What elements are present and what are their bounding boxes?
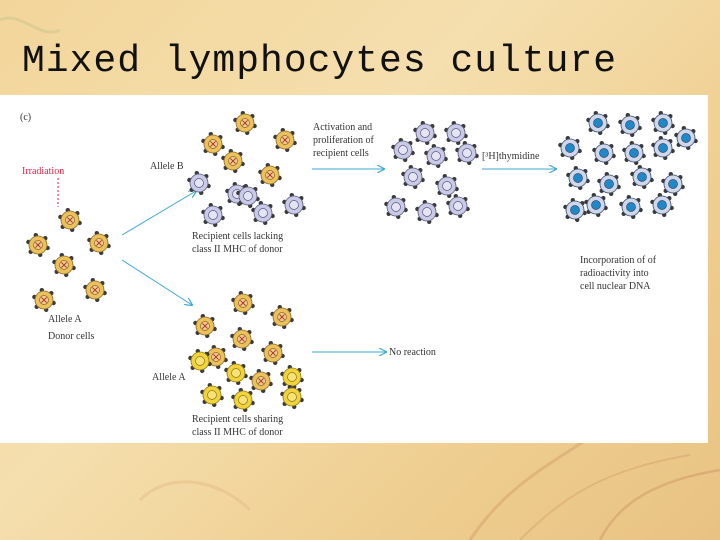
recipient-cell [282, 193, 306, 217]
labeled-cell [651, 111, 675, 135]
labeled-cell [563, 198, 587, 222]
mlc-diagram: (c) Irradiation Allele B Allele A Donor … [20, 111, 698, 438]
slide-title: Mixed lymphocytes culture [22, 40, 618, 83]
recipient-sharing-cell [188, 349, 212, 373]
allele-a-donor-label: Allele A [48, 314, 82, 325]
recipient-sharing-cell [224, 361, 248, 385]
donor-cell [32, 288, 56, 312]
recipient-cell [201, 203, 225, 227]
recipient-sharing-cell [200, 383, 224, 407]
incorporation-line-3: cell nuclear DNA [580, 281, 651, 292]
labeled-cell [618, 113, 642, 137]
donor-cell [231, 291, 255, 315]
recipient-sharing-line-1: Recipient cells sharing [192, 414, 283, 425]
recipient-cell [401, 165, 425, 189]
labeled-cell [674, 126, 698, 150]
donor-cell [233, 111, 257, 135]
donor-cells-label: Donor cells [48, 331, 94, 342]
thymidine-label: [³H]thymidine [482, 151, 540, 162]
cells [26, 111, 698, 412]
panel-label: (c) [20, 112, 31, 123]
recipient-lacking-line-2: class II MHC of donor [192, 244, 283, 255]
recipient-cell [391, 138, 415, 162]
donor-cell [249, 369, 273, 393]
labeled-cell [566, 166, 590, 190]
recipient-cell [384, 195, 408, 219]
labeled-cell [651, 136, 675, 160]
activation-line-2: proliferation of [313, 135, 374, 146]
donor-cell [201, 132, 225, 156]
allele-a-recipient-label: Allele A [152, 372, 186, 383]
recipient-sharing-cell [280, 385, 304, 409]
recipient-cell [415, 200, 439, 224]
irradiation-label: Irradiation [22, 166, 64, 177]
donor-cell [258, 163, 282, 187]
donor-cell [273, 128, 297, 152]
recipient-cell [446, 194, 470, 218]
recipient-sharing-cell [231, 388, 255, 412]
activation-line-1: Activation and [313, 122, 372, 133]
arrow-donor-to-allele-b [121, 191, 196, 236]
incorporation-line-1: Incorporation of of [580, 255, 657, 266]
figure-panel: (c) Irradiation Allele B Allele A Donor … [0, 95, 708, 443]
labeled-cell [586, 111, 610, 135]
donor-cell [261, 341, 285, 365]
recipient-cell [435, 174, 459, 198]
activation-line-3: recipient cells [313, 148, 369, 159]
recipient-cell [455, 141, 479, 165]
arrow-donor-to-allele-a [121, 259, 192, 305]
incorporation-line-2: radioactivity into [580, 268, 649, 279]
donor-cell [58, 208, 82, 232]
recipient-cell [413, 121, 437, 145]
donor-cell [83, 278, 107, 302]
labeled-cell [661, 172, 685, 196]
allele-b-label: Allele B [150, 161, 184, 172]
labeled-cell [630, 165, 654, 189]
donor-cell [26, 233, 50, 257]
donor-cell [193, 314, 217, 338]
labeled-cell [592, 141, 616, 165]
donor-cell [52, 253, 76, 277]
donor-cell [270, 305, 294, 329]
recipient-lacking-line-1: Recipient cells lacking [192, 231, 283, 242]
recipient-sharing-line-2: class II MHC of donor [192, 427, 283, 438]
recipient-cell [444, 121, 468, 145]
labeled-cell [650, 193, 674, 217]
arrows [57, 169, 556, 352]
donor-cell [87, 231, 111, 255]
recipient-sharing-cell [280, 365, 304, 389]
donor-cell [230, 327, 254, 351]
donor-cell [221, 149, 245, 173]
recipient-cell [251, 201, 275, 225]
labeled-cell [622, 141, 646, 165]
labeled-cell [584, 193, 608, 217]
labeled-cell [619, 195, 643, 219]
recipient-cell [236, 184, 260, 208]
labeled-cell [597, 172, 621, 196]
recipient-cell [187, 171, 211, 195]
recipient-cell [424, 144, 448, 168]
no-reaction-label: No reaction [389, 347, 436, 358]
labeled-cell [558, 136, 582, 160]
